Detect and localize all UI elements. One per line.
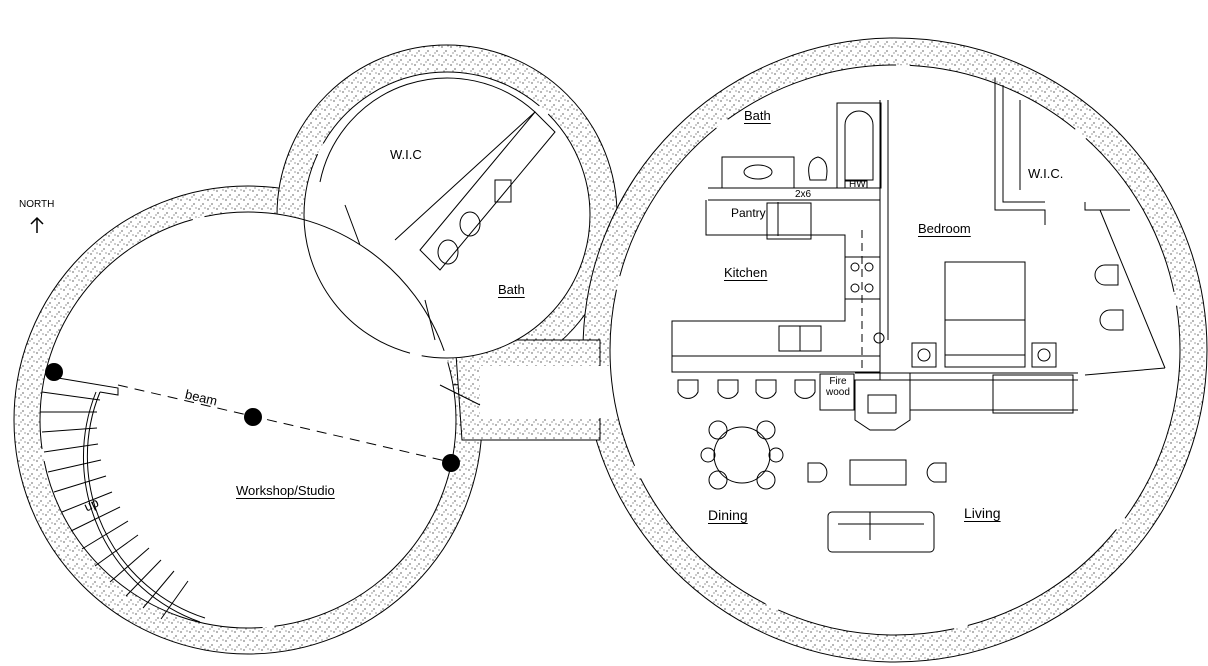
room-label-kitchen: Kitchen	[724, 265, 768, 280]
firewood-label-line1: Fire	[829, 376, 847, 387]
room-label-living: Living	[964, 505, 1001, 521]
water-heater-label: HW	[849, 179, 866, 190]
kitchen-block	[671, 100, 889, 380]
north-arrow-icon	[30, 216, 44, 233]
bed	[944, 261, 1026, 368]
staircase	[40, 377, 206, 623]
firewood-label: Fire wood	[826, 376, 850, 398]
beam-line	[117, 384, 451, 463]
column-post	[442, 454, 460, 472]
column-post	[45, 363, 63, 381]
column-post	[244, 408, 262, 426]
firewood-label-line2: wood	[826, 387, 850, 398]
stud-label: 2x6	[795, 189, 812, 200]
room-label-bath-left: Bath	[498, 282, 525, 297]
room-label-wic-left: W.I.C	[390, 147, 422, 162]
north-label: NORTH	[19, 199, 55, 210]
coffee-table	[849, 459, 907, 486]
bar-stools	[677, 379, 816, 399]
sofa	[827, 511, 935, 553]
fireplace	[854, 379, 911, 431]
room-label-workshop: Workshop/Studio	[236, 483, 335, 498]
room-label-dining: Dining	[708, 507, 748, 523]
room-label-pantry: Pantry	[731, 206, 766, 220]
dining-table	[700, 420, 784, 490]
room-label-wic-right: W.I.C.	[1028, 166, 1064, 181]
room-label-bedroom: Bedroom	[918, 221, 971, 236]
room-label-bath-right: Bath	[744, 108, 771, 123]
